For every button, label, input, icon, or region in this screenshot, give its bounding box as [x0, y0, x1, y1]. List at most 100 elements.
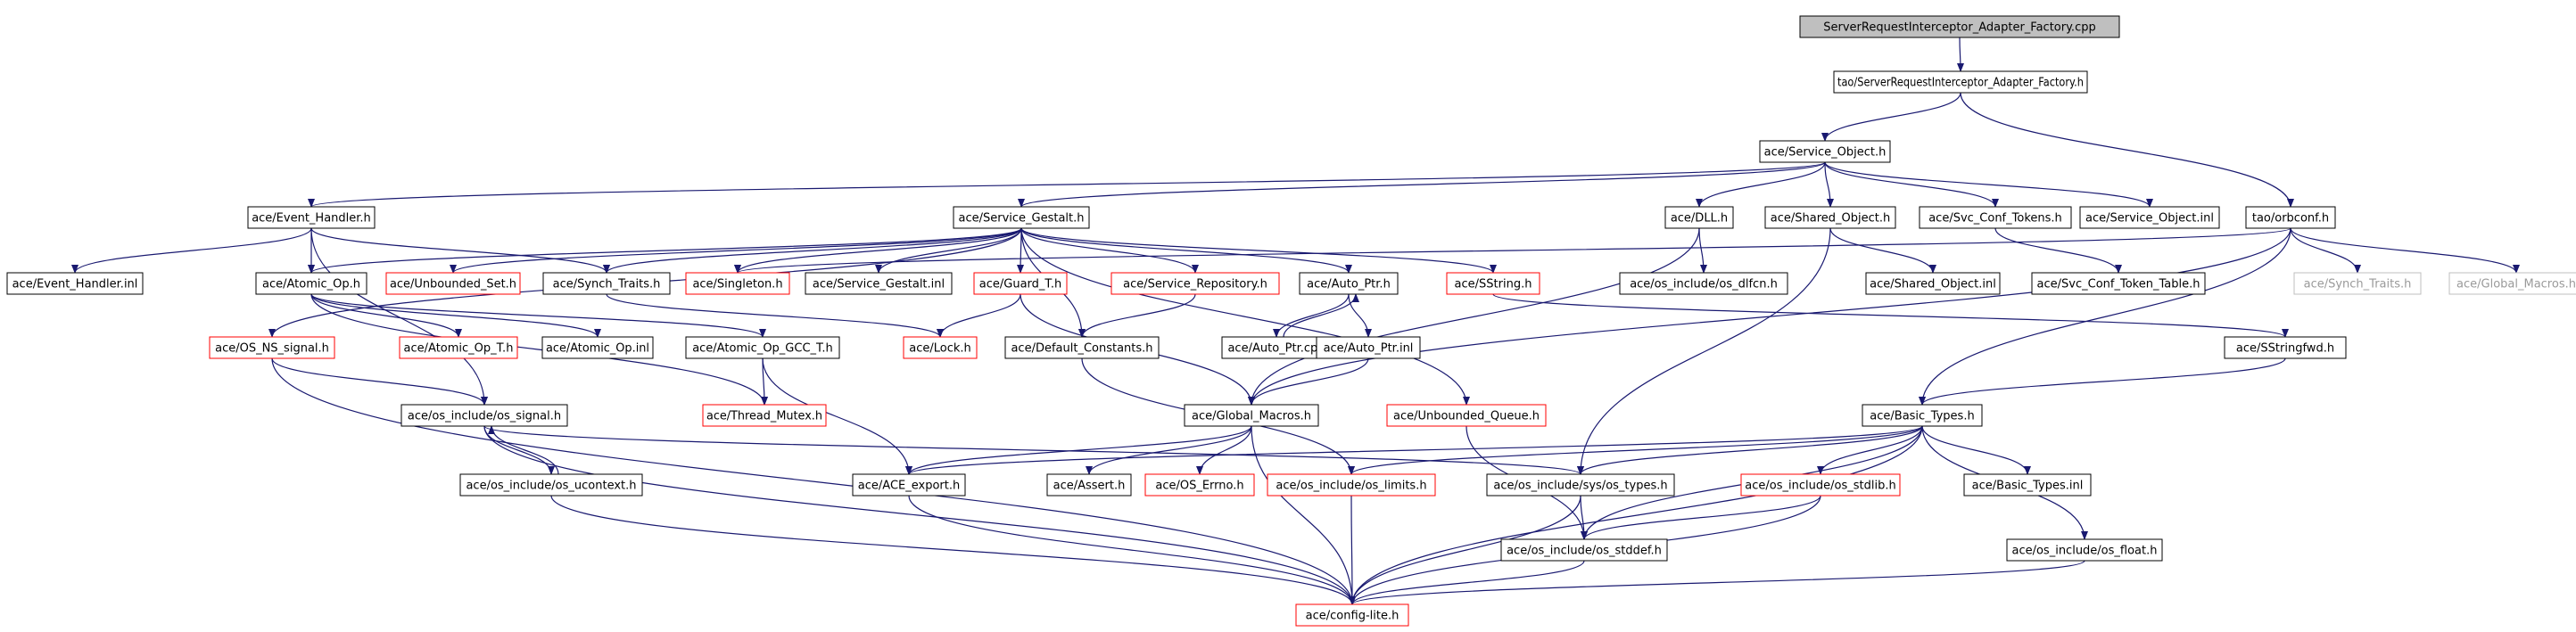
- node-shared_object_inl[interactable]: ace/Shared_Object.inl: [1865, 272, 2001, 295]
- node-label-service_gestalt_h: ace/Service_Gestalt.h: [958, 212, 1084, 226]
- edge-basic_types_h-to-os_stdlib_h: [1817, 425, 1923, 475]
- node-service_gestalt_inl[interactable]: ace/Service_Gestalt.inl: [805, 272, 953, 295]
- edge-service_gestalt_h-to-service_repository_h: [1020, 227, 1199, 274]
- edge-service_gestalt_h-to-sstring_h: [1020, 227, 1497, 274]
- node-atomic_op_t_h[interactable]: ace/Atomic_Op_T.h: [399, 336, 518, 359]
- node-service_object_h[interactable]: ace/Service_Object.h: [1759, 140, 1891, 163]
- edge-shared_object_h-to-shared_object_inl: [1829, 227, 1936, 274]
- edge-service_gestalt_h-to-synch_traits_h: [603, 227, 1022, 274]
- node-os_types_h[interactable]: ace/os_include/sys/os_types.h: [1486, 473, 1675, 497]
- node-root[interactable]: ServerRequestInterceptor_Adapter_Factory…: [1799, 15, 2120, 38]
- node-label-ace_export_h: ace/ACE_export.h: [858, 480, 960, 493]
- node-os_dlfcn_h[interactable]: ace/os_include/os_dlfcn.h: [1619, 272, 1788, 295]
- node-label-unbounded_queue_h: ace/Unbounded_Queue.h: [1393, 410, 1540, 423]
- node-sstring_h[interactable]: ace/SString.h: [1446, 272, 1540, 295]
- node-label-basic_types_inl: ace/Basic_Types.inl: [1972, 480, 2084, 493]
- edge-service_gestalt_h-to-service_gestalt_inl: [875, 227, 1022, 274]
- node-default_constants_h[interactable]: ace/Default_Constants.h: [1004, 336, 1160, 359]
- edge-os_ucontext_h-to-os_signal_h: [488, 425, 559, 475]
- edge-basic_types_h-to-os_limits_h: [1348, 425, 1923, 475]
- node-label-tao_sria_h: tao/ServerRequestInterceptor_Adapter_Fac…: [1837, 77, 2084, 90]
- edge-os_limits_h-to-config_lite_h: [1348, 495, 1356, 605]
- node-lock_h[interactable]: ace/Lock.h: [903, 336, 978, 359]
- node-box-default_constants_h: [1004, 336, 1160, 359]
- node-global_macros_h[interactable]: ace/Global_Macros.h: [1184, 404, 1319, 427]
- node-label-svc_conf_tokens_h: ace/Svc_Conf_Tokens.h: [1928, 212, 2062, 226]
- node-unbounded_set_h[interactable]: ace/Unbounded_Set.h: [385, 272, 521, 295]
- node-assert_h[interactable]: ace/Assert.h: [1046, 473, 1132, 497]
- node-service_gestalt_h[interactable]: ace/Service_Gestalt.h: [953, 206, 1090, 229]
- node-label-os_float_h: ace/os_include/os_float.h: [2011, 545, 2157, 558]
- edge-basic_types_h-to-config_lite_h: [1349, 425, 1923, 605]
- node-auto_ptr_cpp[interactable]: ace/Auto_Ptr.cpp: [1221, 336, 1332, 359]
- node-label-dll_h: ace/DLL.h: [1671, 212, 1728, 226]
- edge-orbconf_h-to-singleton_h: [734, 227, 2291, 274]
- node-label-atomic_op_t_h: ace/Atomic_Op_T.h: [404, 342, 514, 356]
- node-shared_object_h[interactable]: ace/Shared_Object.h: [1764, 206, 1896, 229]
- node-orbconf_h[interactable]: tao/orbconf.h: [2245, 206, 2336, 229]
- node-dll_h[interactable]: ace/DLL.h: [1664, 206, 1734, 229]
- node-svc_conf_token_table_h[interactable]: ace/Svc_Conf_Token_Table.h: [2031, 272, 2206, 295]
- node-service_repository_h[interactable]: ace/Service_Repository.h: [1110, 272, 1280, 295]
- node-box-assert_h: [1046, 473, 1132, 497]
- edge-basic_types_h-to-ace_export_h: [905, 425, 1923, 475]
- node-thread_mutex_h[interactable]: ace/Thread_Mutex.h: [702, 404, 827, 427]
- node-label-config_lite_h: ace/config-lite.h: [1306, 610, 1399, 623]
- node-box-service_object_inl: [2079, 206, 2220, 229]
- node-config_lite_h[interactable]: ace/config-lite.h: [1295, 603, 1409, 627]
- edge-atomic_op_gcc_t_h-to-ace_export_h: [762, 357, 912, 475]
- node-os_float_h[interactable]: ace/os_include/os_float.h: [2006, 538, 2163, 562]
- edge-os_ucontext_h-to-config_lite_h: [550, 495, 1356, 605]
- node-os_errno_h[interactable]: ace/OS_Errno.h: [1144, 473, 1255, 497]
- edge-service_gestalt_h-to-unbounded_set_h: [450, 227, 1022, 274]
- node-auto_ptr_inl[interactable]: ace/Auto_Ptr.inl: [1316, 336, 1421, 359]
- node-singleton_h[interactable]: ace/Singleton.h: [685, 272, 790, 295]
- node-os_ns_signal_h[interactable]: ace/OS_NS_signal.h: [209, 336, 335, 359]
- node-ace_export_h[interactable]: ace/ACE_export.h: [852, 473, 966, 497]
- node-box-atomic_op_gcc_t_h: [685, 336, 840, 359]
- node-os_ucontext_h[interactable]: ace/os_include/os_ucontext.h: [459, 473, 643, 497]
- edge-dll_h-to-global_macros_h: [1248, 227, 1700, 406]
- node-synch_traits_h[interactable]: ace/Synch_Traits.h: [542, 272, 671, 295]
- node-basic_types_h[interactable]: ace/Basic_Types.h: [1862, 404, 1983, 427]
- edge-service_object_h-to-svc_conf_tokens_h: [1824, 161, 1999, 208]
- node-os_stdlib_h[interactable]: ace/os_include/os_stdlib.h: [1740, 473, 1901, 497]
- node-label-event_handler_inl: ace/Event_Handler.inl: [12, 278, 138, 291]
- node-label-os_limits_h: ace/os_include/os_limits.h: [1276, 480, 1426, 493]
- node-box-os_signal_h: [400, 404, 568, 427]
- node-box-orbconf_h: [2245, 206, 2336, 229]
- node-os_signal_h[interactable]: ace/os_include/os_signal.h: [400, 404, 568, 427]
- node-label-event_handler_h: ace/Event_Handler.h: [252, 212, 371, 226]
- node-atomic_op_inl[interactable]: ace/Atomic_Op.inl: [541, 336, 654, 359]
- node-atomic_op_gcc_t_h[interactable]: ace/Atomic_Op_GCC_T.h: [685, 336, 840, 359]
- node-guard_t_h[interactable]: ace/Guard_T.h: [973, 272, 1068, 295]
- node-os_stddef_h[interactable]: ace/os_include/os_stddef.h: [1500, 538, 1668, 562]
- edge-atomic_op_h-to-atomic_op_gcc_t_h: [310, 293, 766, 338]
- node-sstringfwd_h[interactable]: ace/SStringfwd.h: [2224, 336, 2347, 359]
- node-box-svc_conf_tokens_h: [1919, 206, 2072, 229]
- node-event_handler_h[interactable]: ace/Event_Handler.h: [247, 206, 376, 229]
- node-auto_ptr_h[interactable]: ace/Auto_Ptr.h: [1299, 272, 1399, 295]
- edge-os_types_h-to-os_stddef_h: [1580, 495, 1588, 540]
- node-atomic_op_h[interactable]: ace/Atomic_Op.h: [255, 272, 367, 295]
- node-label-os_stddef_h: ace/os_include/os_stddef.h: [1507, 545, 1662, 558]
- node-box-synch_traits_ext: [2293, 272, 2422, 295]
- node-box-service_gestalt_inl: [805, 272, 953, 295]
- edge-service_object_h-to-service_gestalt_h: [1018, 161, 1826, 208]
- node-os_limits_h[interactable]: ace/os_include/os_limits.h: [1267, 473, 1436, 497]
- node-box-atomic_op_inl: [541, 336, 654, 359]
- node-event_handler_inl[interactable]: ace/Event_Handler.inl: [6, 272, 144, 295]
- node-svc_conf_tokens_h[interactable]: ace/Svc_Conf_Tokens.h: [1919, 206, 2072, 229]
- node-label-default_constants_h: ace/Default_Constants.h: [1011, 342, 1152, 356]
- edge-service_object_h-to-event_handler_h: [308, 161, 1826, 208]
- node-tao_sria_h[interactable]: tao/ServerRequestInterceptor_Adapter_Fac…: [1833, 70, 2088, 94]
- node-unbounded_queue_h[interactable]: ace/Unbounded_Queue.h: [1386, 404, 1547, 427]
- node-box-event_handler_h: [247, 206, 376, 229]
- edge-service_gestalt_h-to-atomic_op_h: [308, 227, 1022, 274]
- node-basic_types_inl[interactable]: ace/Basic_Types.inl: [1963, 473, 2092, 497]
- node-box-auto_ptr_cpp: [1221, 336, 1332, 359]
- node-label-os_stdlib_h: ace/os_include/os_stdlib.h: [1745, 480, 1895, 493]
- node-service_object_inl[interactable]: ace/Service_Object.inl: [2079, 206, 2220, 229]
- edge-shared_object_h-to-os_types_h: [1577, 227, 1831, 475]
- edge-orbconf_h-to-synch_traits_ext: [2290, 227, 2361, 274]
